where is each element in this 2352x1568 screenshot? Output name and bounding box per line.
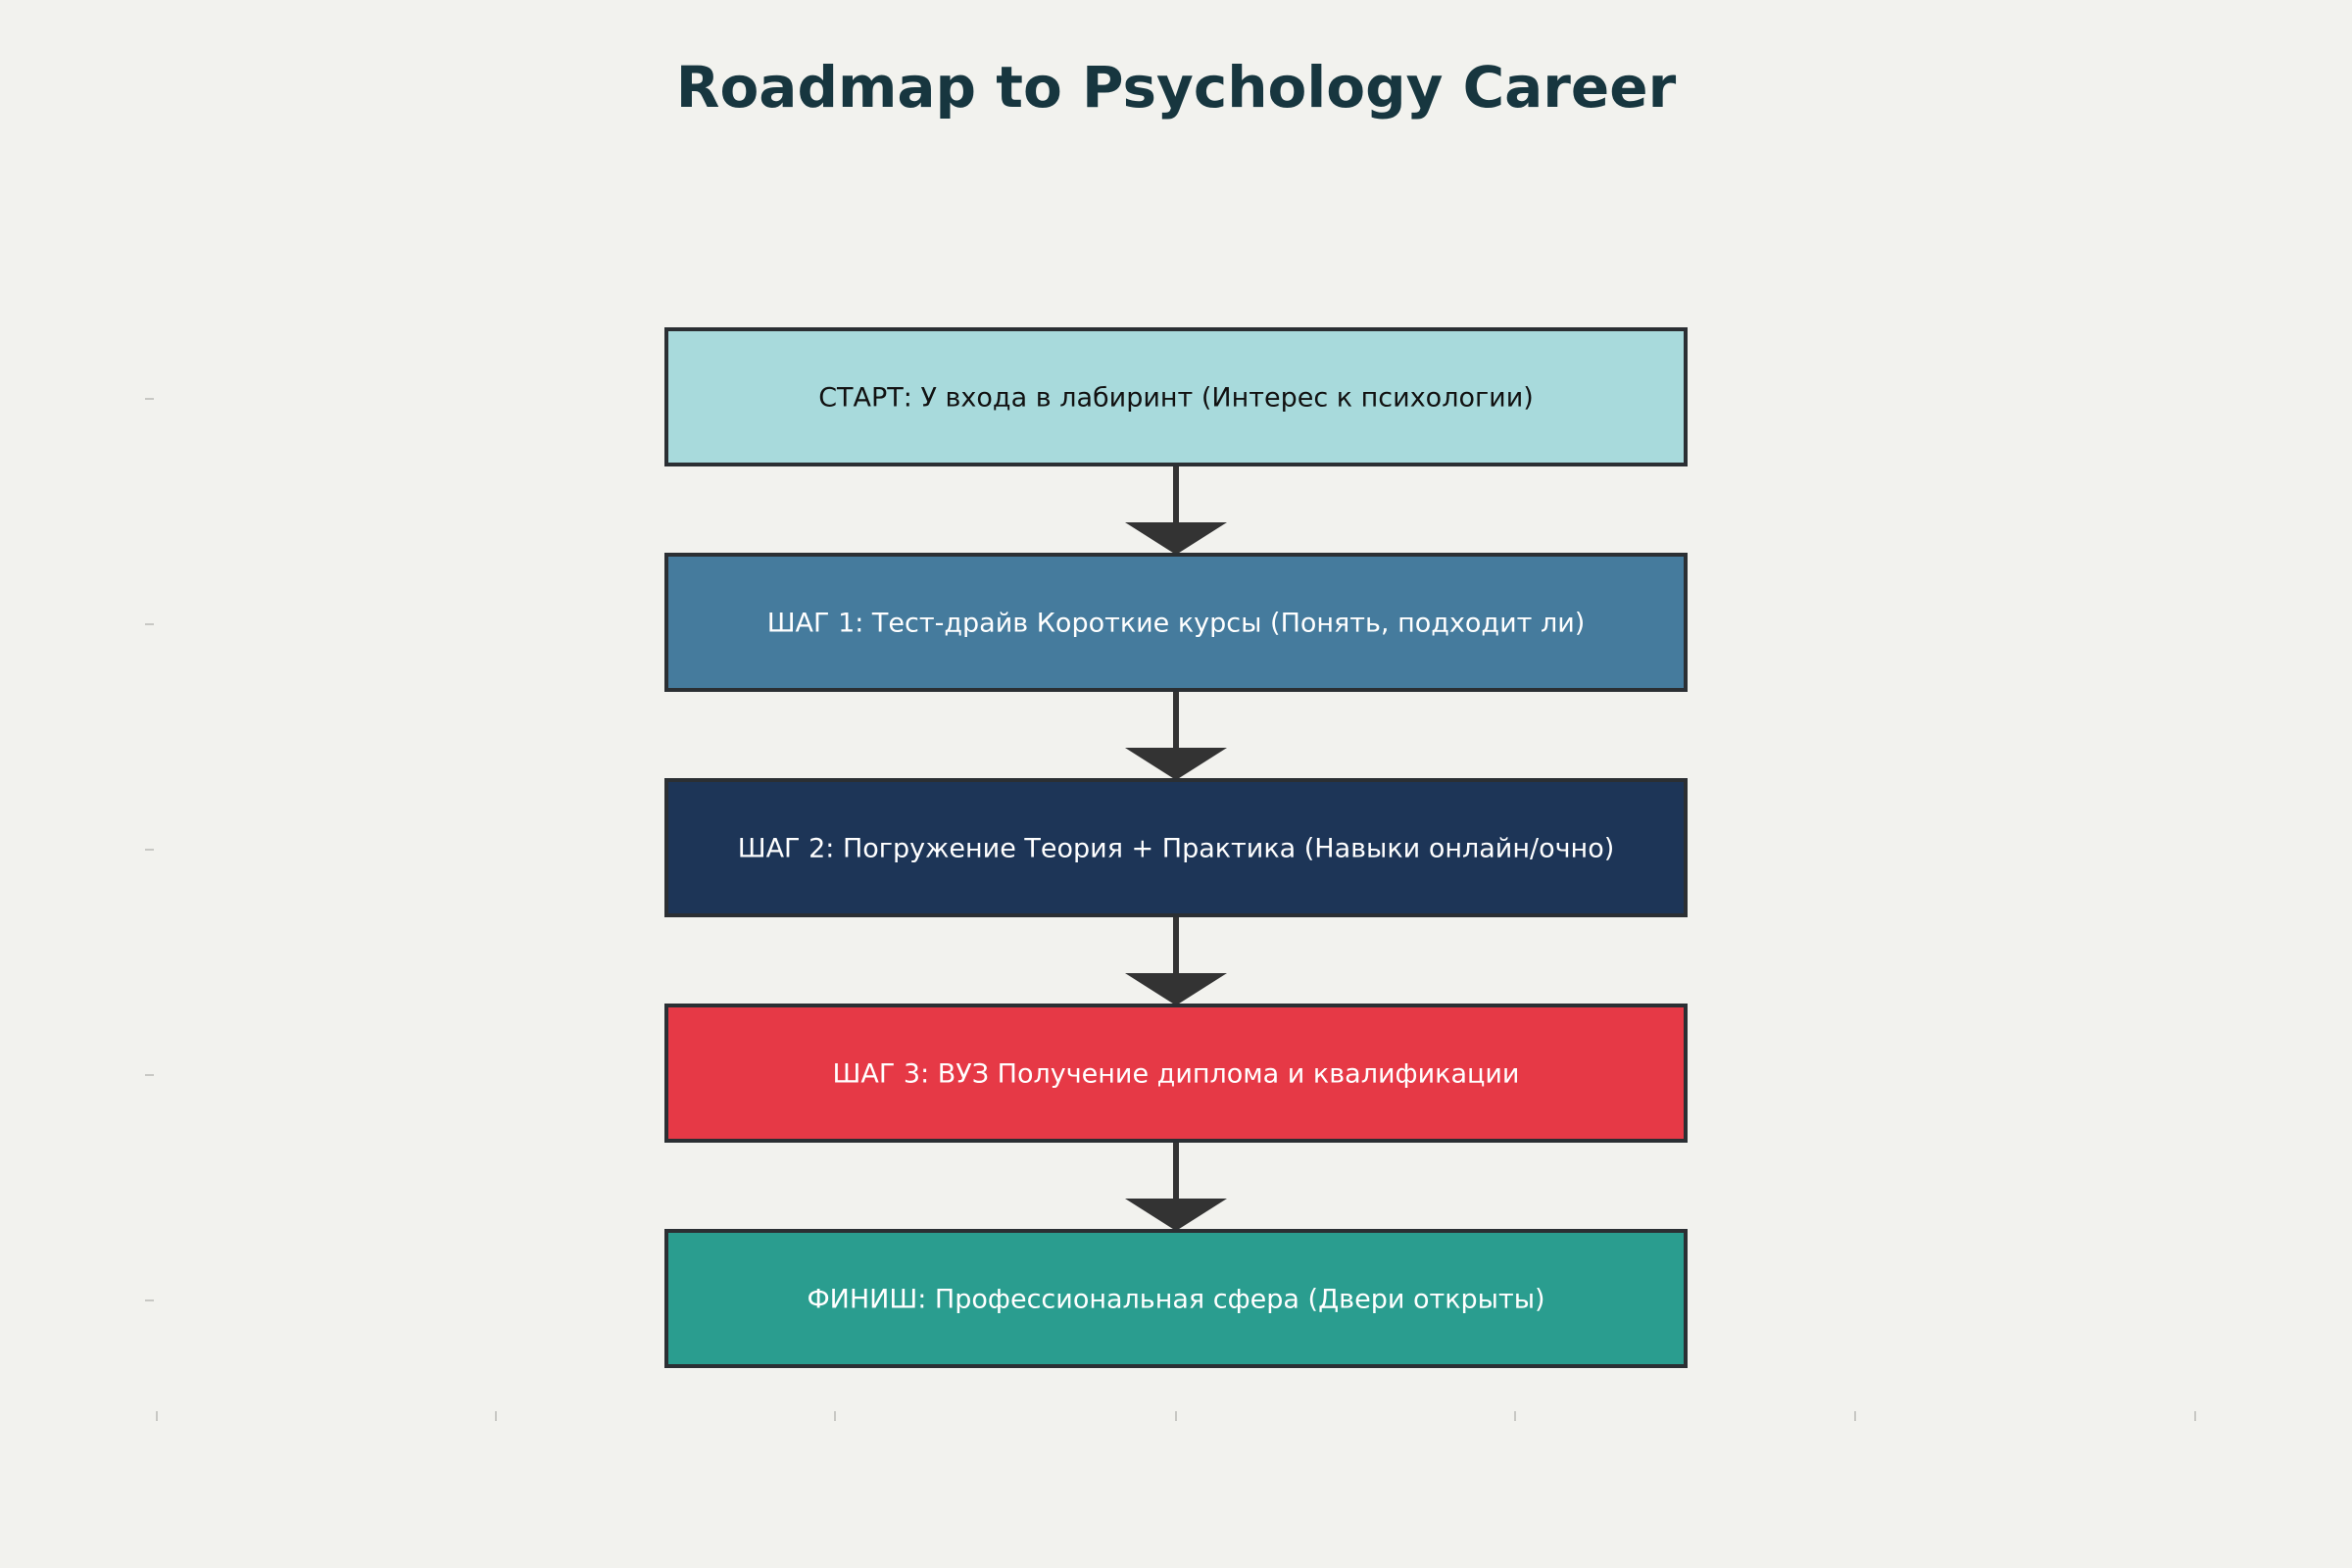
step-box: ШАГ 2: Погружение Теория + Практика (Нав… — [664, 778, 1688, 917]
step-label: СТАРТ: У входа в лабиринт (Интерес к пси… — [818, 383, 1534, 414]
step-label: ШАГ 2: Погружение Теория + Практика (Нав… — [738, 834, 1615, 864]
step-rect — [664, 1004, 1688, 1143]
step-rect — [664, 553, 1688, 692]
step-label: ФИНИШ: Профессиональная сфера (Двери отк… — [807, 1285, 1544, 1315]
arrow-head — [1125, 973, 1227, 1005]
step-box: ШАГ 1: Тест-драйв Короткие курсы (Понять… — [664, 553, 1688, 692]
step-box: ШАГ 3: ВУЗ Получение диплома и квалифика… — [664, 1004, 1688, 1143]
diagram-title: Roadmap to Psychology Career — [675, 54, 1677, 121]
arrow-head — [1125, 522, 1227, 555]
step-label: ШАГ 3: ВУЗ Получение диплома и квалифика… — [833, 1059, 1520, 1090]
step-rect — [664, 327, 1688, 466]
arrow-head — [1125, 1199, 1227, 1231]
arrow-head — [1125, 748, 1227, 780]
step-label: ШАГ 1: Тест-драйв Короткие курсы (Понять… — [767, 609, 1586, 639]
step-box: СТАРТ: У входа в лабиринт (Интерес к пси… — [664, 327, 1688, 466]
step-box: ФИНИШ: Профессиональная сфера (Двери отк… — [664, 1229, 1688, 1368]
step-rect — [664, 1229, 1688, 1368]
step-rect — [664, 778, 1688, 917]
